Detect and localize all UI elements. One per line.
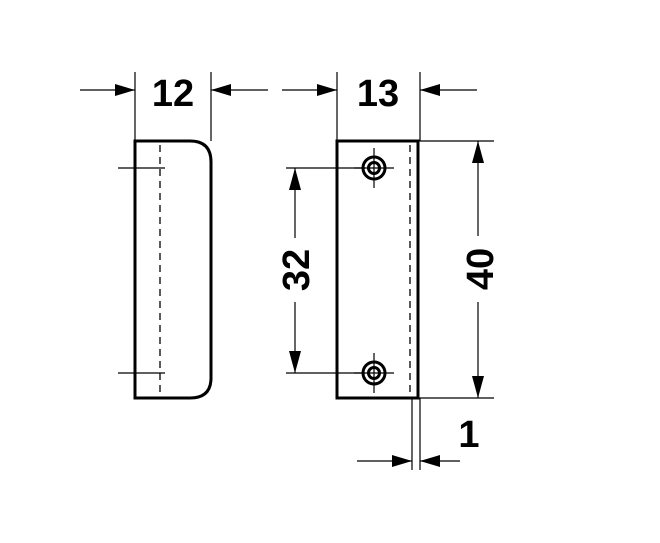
- arrowhead: [317, 84, 337, 96]
- front-view-outline: [335, 139, 420, 400]
- offset-label: 1: [458, 414, 479, 456]
- dimension-side-width: 12: [80, 72, 268, 141]
- arrowhead: [289, 351, 301, 373]
- arrowhead: [472, 141, 484, 163]
- front-width-label: 13: [357, 73, 399, 115]
- side-width-label: 12: [152, 73, 194, 115]
- dimension-hole-spacing: 32: [276, 167, 365, 374]
- side-view-outline: [133, 139, 213, 400]
- arrowhead: [289, 168, 301, 190]
- arrowhead: [420, 84, 440, 96]
- arrowhead: [472, 376, 484, 398]
- hole-spacing-label: 32: [276, 249, 318, 291]
- arrowhead: [420, 455, 440, 467]
- height-label: 40: [460, 248, 502, 290]
- front-view: [335, 139, 420, 400]
- dimension-front-width: 13: [282, 72, 477, 141]
- dimension-offset: 1: [357, 398, 480, 470]
- arrowhead: [392, 455, 412, 467]
- arrowhead: [115, 84, 135, 96]
- dimension-height: 40: [418, 140, 502, 399]
- arrowhead: [211, 84, 231, 96]
- side-view: [118, 139, 213, 400]
